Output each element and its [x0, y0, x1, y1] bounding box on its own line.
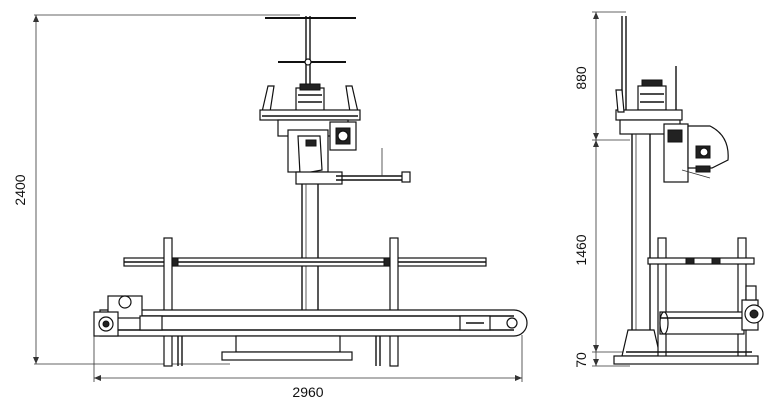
front-width-label: 2960: [292, 384, 323, 400]
side-column: [621, 134, 661, 357]
side-head: [615, 79, 729, 183]
base-plate: [221, 335, 353, 361]
guide-rail: [123, 257, 487, 267]
side-lower-frame: [647, 237, 764, 361]
front-height-label: 2400: [12, 174, 28, 205]
side-top-label: 880: [573, 66, 589, 90]
side-view: 880 1460 70: [573, 11, 764, 368]
side-dimensions: 880 1460 70: [573, 11, 630, 368]
front-width-dimension: 2960: [93, 335, 523, 400]
side-bottom-label: 70: [573, 352, 589, 368]
top-spreader: [265, 16, 356, 90]
side-base: [613, 351, 759, 365]
front-height-dimension: 2400: [12, 14, 300, 365]
side-mid-label: 1460: [573, 234, 589, 265]
bag-filling-head: [259, 83, 411, 185]
front-view: 2400 2960: [12, 14, 528, 400]
conveyor-belt: [93, 295, 528, 337]
